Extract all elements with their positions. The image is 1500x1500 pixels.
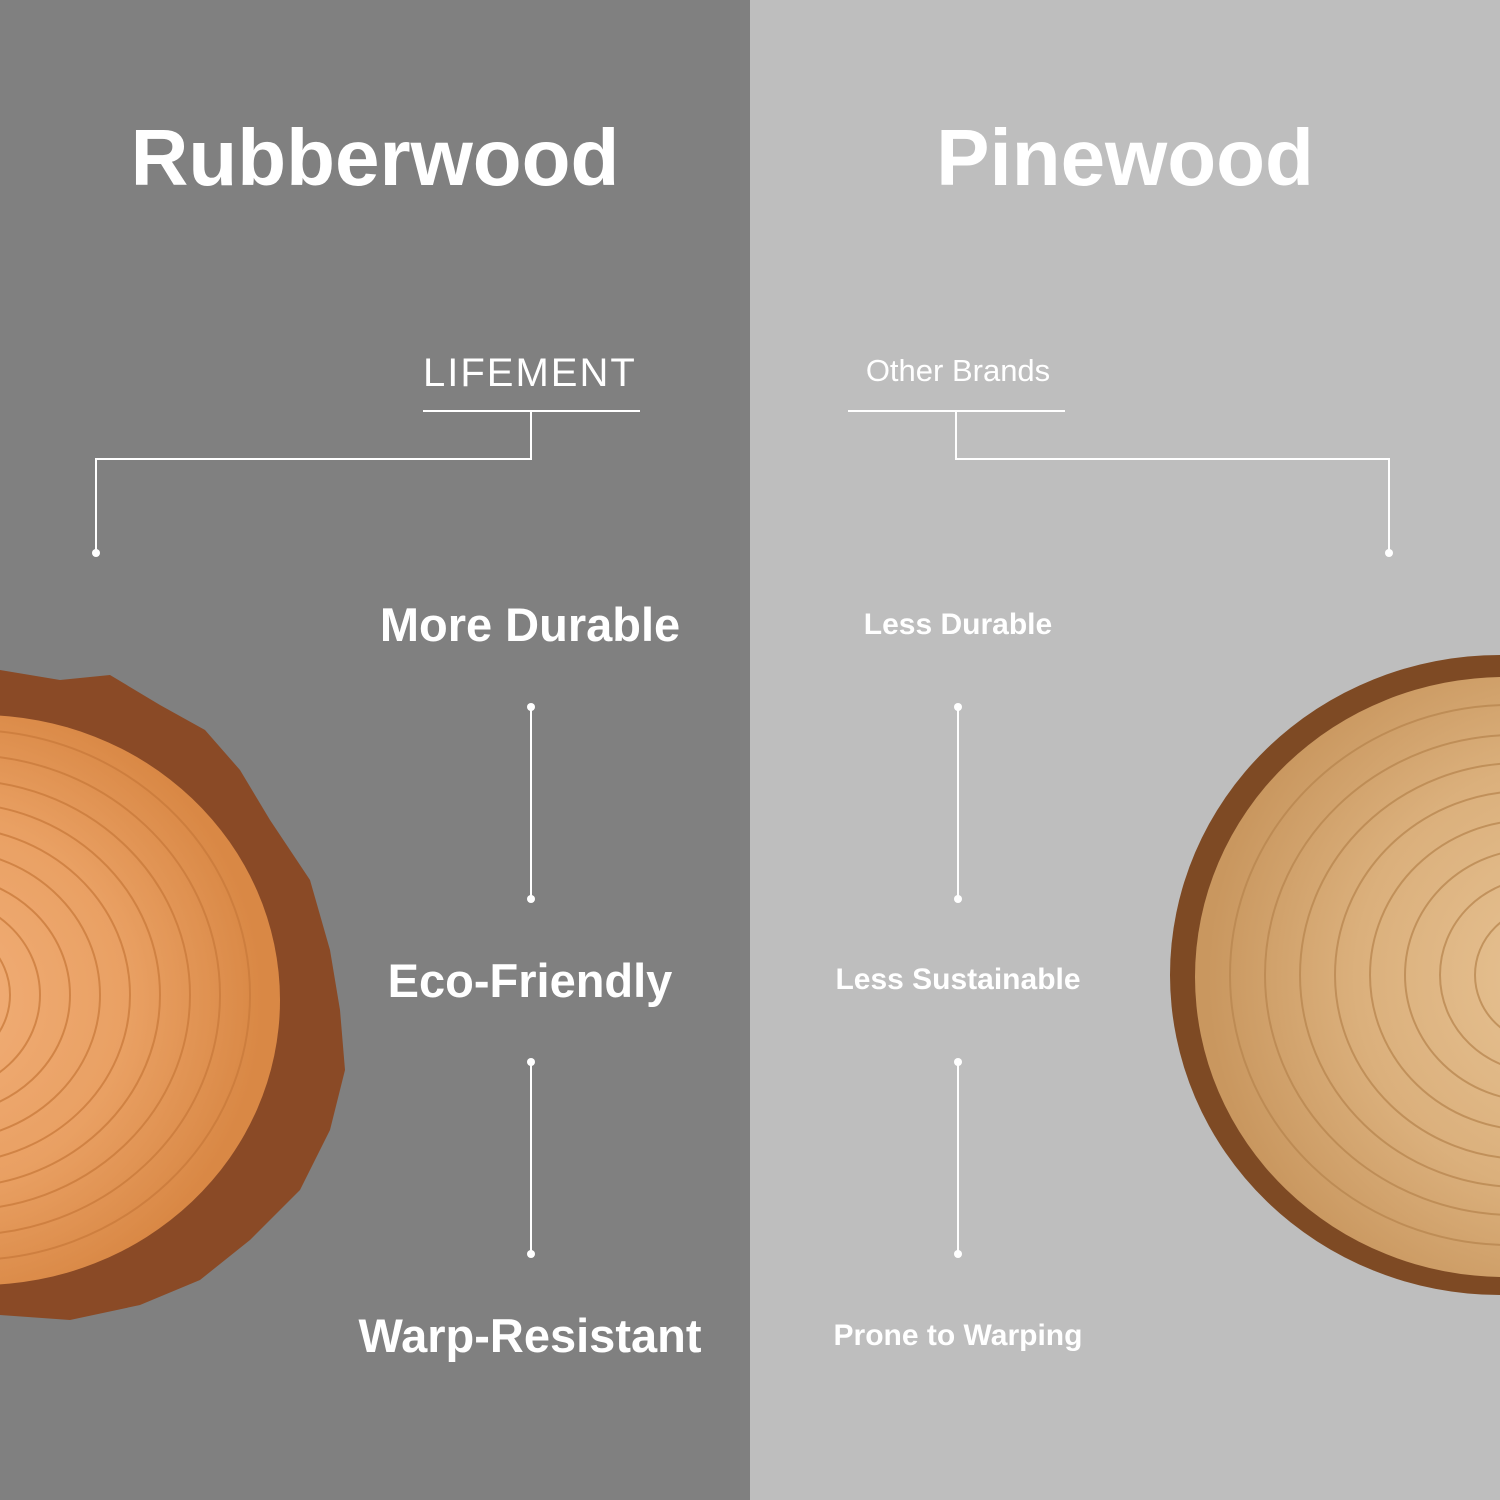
connector-dot — [954, 895, 962, 903]
pinewood-panel: Pinewood O — [750, 0, 1500, 1500]
feature-less-durable: Less Durable — [863, 608, 1053, 641]
connector-line — [95, 458, 532, 460]
connector-line — [530, 410, 532, 458]
connector-dot — [1385, 549, 1393, 557]
connector-line — [95, 458, 97, 550]
rubberwood-log-slice-image — [0, 670, 345, 1320]
connector-dot — [527, 1250, 535, 1258]
rubberwood-panel: Rubberwood — [0, 0, 750, 1500]
feature-eco-friendly: Eco-Friendly — [387, 954, 673, 1007]
connector-dot — [92, 549, 100, 557]
lifement-brand-logo: LIFEMENT — [423, 351, 637, 395]
connector-line — [1388, 458, 1390, 550]
connector-dot — [954, 1250, 962, 1258]
feature-more-durable: More Durable — [379, 598, 681, 651]
rubberwood-title: Rubberwood — [130, 113, 620, 202]
pinewood-log-slice-image — [1170, 655, 1500, 1295]
connector-line — [530, 1062, 532, 1254]
feature-less-sustainable: Less Sustainable — [835, 963, 1081, 996]
pinewood-title: Pinewood — [936, 113, 1314, 202]
connector-line — [530, 707, 532, 899]
connector-line — [957, 707, 959, 899]
feature-warp-resistant: Warp-Resistant — [358, 1309, 702, 1362]
feature-prone-to-warping: Prone to Warping — [833, 1319, 1083, 1352]
connector-line — [957, 1062, 959, 1254]
connector-line — [955, 410, 957, 458]
connector-line — [955, 458, 1390, 460]
other-brands-label: Other Brands — [865, 353, 1051, 388]
connector-dot — [527, 895, 535, 903]
